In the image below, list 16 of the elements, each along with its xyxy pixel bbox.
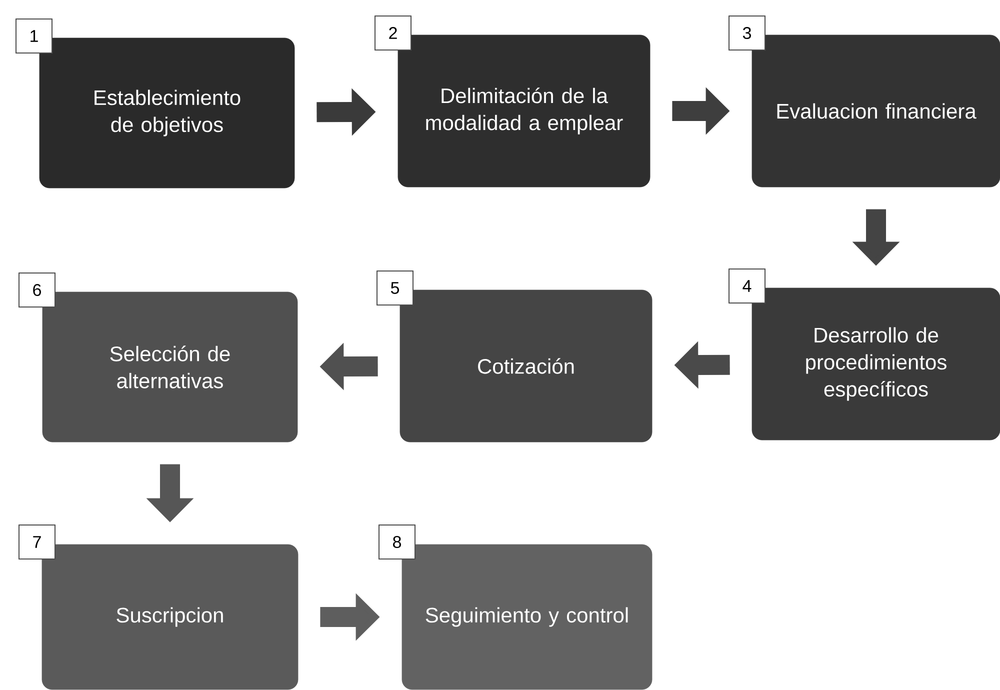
process-box: Establecimiento de objetivos [39,38,295,188]
process-box: Evaluacion financiera [752,34,1000,188]
step-number: 2 [374,16,412,50]
process-box: Delimitación de la modalidad a emplear [398,34,650,188]
process-box: Desarrollo de procedimientos específicos [752,288,1000,440]
step-number: 6 [18,272,56,308]
process-box: Suscripcion [42,544,298,690]
step-number: 4 [728,268,766,304]
step-number: 1 [16,18,52,54]
step-number: 8 [378,524,416,560]
step-number: 5 [376,270,414,306]
process-box: Cotización [400,290,652,442]
process-box: Seguimiento y control [402,544,652,690]
process-box: Selección de alternativas [42,292,298,442]
step-number: 7 [18,524,56,560]
step-number: 3 [728,16,766,50]
